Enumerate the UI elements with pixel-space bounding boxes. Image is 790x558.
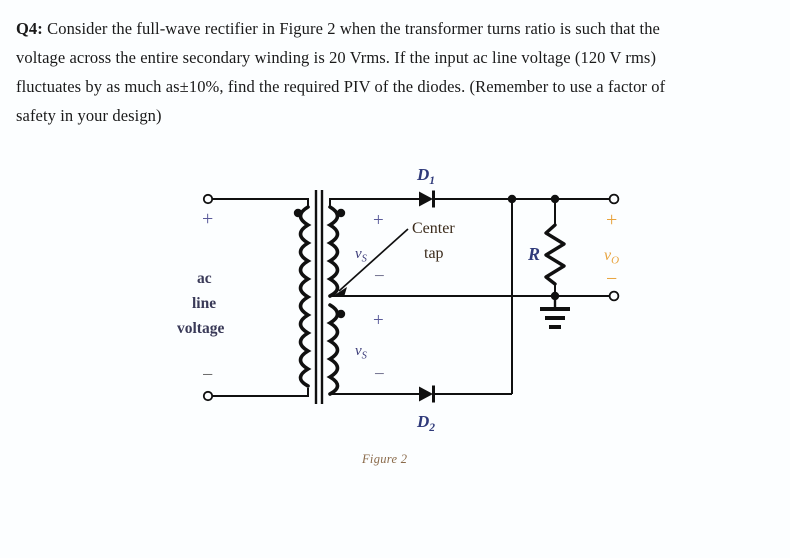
output-plus-label: + <box>606 209 617 231</box>
secondary-lower-coil-path <box>326 303 340 396</box>
transformer-secondary-upper <box>326 198 419 298</box>
question-line-1: Q4: Consider the full-wave rectifier in … <box>16 14 768 43</box>
transformer-core <box>314 190 324 404</box>
center-tap-arrow <box>333 228 409 297</box>
primary-coil-path <box>298 205 312 388</box>
resistor-zigzag-body <box>544 223 566 286</box>
diode-d1-triangle <box>419 191 433 207</box>
ac-source-top-lead-wire <box>212 198 309 207</box>
vs-upper-label: vS <box>355 246 368 265</box>
ac-source-name-line-3: voltage <box>177 320 224 337</box>
question-line-3: fluctuates by as much as±10%, find the r… <box>16 77 666 96</box>
center-tap-label-line-2: tap <box>424 245 444 262</box>
ac-source-name-line-2: line <box>192 295 216 312</box>
diode-d2 <box>419 385 512 403</box>
question-line-4: safety in your design) <box>16 106 162 125</box>
primary-polarity-dot <box>293 208 303 218</box>
secondary-upper-polarity-dot <box>336 208 346 218</box>
secondary-upper-top-lead <box>329 198 419 207</box>
secondary-lower-plus-label: + <box>373 310 384 331</box>
ac-source-bottom-lead-wire <box>212 388 309 397</box>
ac-source-plus-label: + <box>202 208 213 230</box>
diode-d1-label: D1 <box>416 165 435 187</box>
secondary-upper-plus-label: + <box>373 210 384 231</box>
figure-caption: Figure 2 <box>362 452 408 466</box>
output-bottom-terminal <box>608 290 620 302</box>
transformer-primary-winding <box>293 205 312 388</box>
output-terminals <box>555 193 620 302</box>
diode-d2-triangle <box>419 386 433 402</box>
ground-symbol <box>540 296 570 329</box>
question-number-label: Q4: <box>16 19 43 38</box>
ac-source-terminals <box>202 193 309 402</box>
transformer-secondary-lower <box>326 303 419 396</box>
secondary-lower-polarity-dot <box>336 309 346 319</box>
diode-d2-label: D2 <box>416 412 435 434</box>
output-voltage-label: vO <box>604 247 619 267</box>
cathode-bus <box>507 194 614 394</box>
ac-source-minus-label: − <box>202 364 213 386</box>
secondary-lower-minus-label: − <box>374 364 385 385</box>
secondary-upper-coil-path <box>326 205 340 298</box>
ac-source-bottom-terminal <box>202 390 214 402</box>
question-line-2: voltage across the entire secondary wind… <box>16 48 657 67</box>
circuit-diagram-svg: + − ac line voltage D1 D2 Center tap + v… <box>177 165 620 434</box>
ac-source-top-terminal <box>202 193 214 205</box>
load-resistor <box>544 194 566 301</box>
output-top-terminal <box>608 193 620 205</box>
cathode-bus-junction-node <box>507 194 517 204</box>
secondary-upper-minus-label: − <box>374 266 385 287</box>
center-tap-label-line-1: Center <box>412 220 455 237</box>
vs-lower-label: vS <box>355 343 368 362</box>
question-text-block: Q4: Consider the full-wave rectifier in … <box>16 14 768 130</box>
question-line-1-text: Consider the full-wave rectifier in Figu… <box>42 19 660 38</box>
center-tap-arrow-line <box>338 228 409 292</box>
resistor-top-junction-node <box>550 194 560 204</box>
circuit-figure: + − ac line voltage D1 D2 Center tap + v… <box>0 150 790 490</box>
output-minus-label: − <box>606 268 617 290</box>
ac-source-name-line-1: ac <box>197 270 212 287</box>
center-tap-arrow-head <box>333 287 347 297</box>
diode-d1 <box>419 190 512 208</box>
resistor-label: R <box>527 244 540 264</box>
